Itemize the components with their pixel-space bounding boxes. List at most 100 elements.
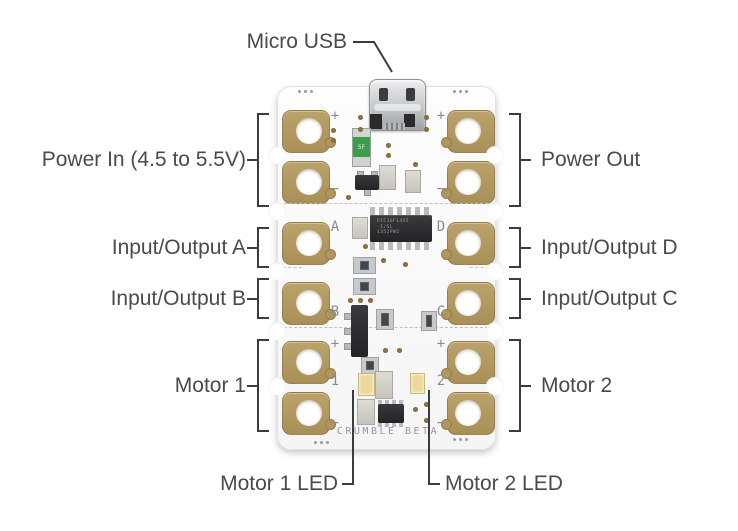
pad-hole	[455, 230, 481, 256]
bracket-io-a	[247, 227, 269, 268]
pad-power-out-neg	[441, 161, 495, 204]
pad-hole	[455, 169, 481, 195]
edge-notch	[268, 377, 286, 395]
pad-dot	[325, 249, 336, 260]
via	[386, 153, 391, 158]
via	[346, 195, 351, 200]
pad-dot	[441, 419, 452, 430]
bracket-io-c	[509, 278, 531, 319]
smd-capacitor	[405, 170, 421, 193]
leader-micro-usb	[353, 41, 393, 73]
label-motor-2: Motor 2	[541, 374, 613, 397]
usb-shine	[374, 104, 421, 111]
label-motor-1: Motor 1	[174, 374, 246, 397]
silkscreen-board-name: CRUMBLE BETA	[336, 426, 440, 437]
via	[381, 258, 386, 263]
section-divider	[283, 267, 302, 268]
pad-motor2-neg	[441, 392, 495, 435]
via	[358, 298, 363, 303]
silkscreen-marker: −	[436, 181, 446, 197]
micro-usb-connector	[369, 79, 426, 131]
pad-hole	[455, 118, 481, 144]
mcu-chip: PIC16F1455 -I/SL 1352PW2	[370, 215, 432, 242]
edge-notch	[486, 146, 504, 164]
edge-notch	[486, 377, 504, 395]
via	[386, 143, 391, 148]
silkscreen-marker: −	[330, 415, 340, 431]
via	[413, 162, 418, 167]
pad-dot	[325, 137, 336, 148]
pad-io-d	[441, 222, 495, 265]
pad-io-c	[441, 282, 495, 325]
via	[368, 298, 373, 303]
silkscreen-marker: −	[436, 415, 446, 431]
edge-notch	[486, 202, 504, 220]
silkscreen-dots	[453, 90, 468, 93]
crumble-board: + − A B + 1 − + − D C + 2 − 5F	[277, 79, 496, 450]
pad-hole	[296, 400, 322, 426]
pad-hole	[296, 230, 322, 256]
smd-capacitor	[379, 165, 396, 190]
usb-tab	[370, 114, 382, 129]
pad-dot	[325, 309, 336, 320]
via	[424, 418, 429, 423]
header-component	[351, 305, 368, 357]
edge-notch	[268, 322, 286, 340]
label-io-a: Input/Output A	[111, 236, 246, 259]
usb-slot	[406, 88, 415, 101]
pad-motor2-pos	[441, 341, 495, 384]
pad-power-in-pos	[282, 110, 336, 153]
via	[383, 348, 388, 353]
label-io-d: Input/Output D	[541, 236, 678, 259]
usb-slot	[379, 88, 388, 101]
bracket-motor-2	[509, 339, 531, 432]
silkscreen-dots	[453, 438, 468, 441]
chip-pins	[370, 207, 432, 216]
via	[331, 128, 336, 133]
pad-dot	[441, 137, 452, 148]
smd-resistor	[421, 311, 437, 331]
silkscreen-marker: −	[330, 181, 340, 197]
smd-resistor	[376, 309, 394, 330]
edge-notch	[268, 146, 286, 164]
label-motor-1-led: Motor 1 LED	[220, 472, 338, 495]
label-io-b: Input/Output B	[110, 287, 246, 310]
edge-notch	[268, 202, 286, 220]
pad-hole	[455, 290, 481, 316]
pad-hole	[296, 349, 322, 375]
usb-pins	[383, 123, 405, 130]
pad-power-out-pos	[441, 110, 495, 153]
pad-dot	[325, 419, 336, 430]
pad-dot	[441, 368, 452, 379]
via	[424, 127, 429, 132]
chip-pins	[378, 422, 404, 427]
label-io-c: Input/Output C	[541, 287, 678, 310]
via	[397, 348, 402, 353]
pad-motor1-neg	[282, 392, 336, 435]
pad-hole	[455, 349, 481, 375]
transistor-leg	[364, 189, 371, 196]
pad-io-b	[282, 282, 336, 325]
edge-notch	[486, 322, 504, 340]
pad-dot	[325, 368, 336, 379]
via	[403, 262, 408, 267]
pad-power-in-neg	[282, 161, 336, 204]
via	[413, 407, 418, 412]
pad-dot	[441, 188, 452, 199]
bracket-motor-1	[247, 339, 269, 432]
silkscreen-dots	[314, 441, 329, 444]
smd-capacitor	[352, 217, 368, 239]
pad-hole	[455, 400, 481, 426]
smd-resistor	[353, 278, 376, 295]
pad-dot	[441, 249, 452, 260]
pad-hole	[296, 290, 322, 316]
bracket-io-b	[247, 278, 269, 319]
silkscreen-marker: B	[330, 304, 340, 320]
via	[363, 244, 368, 249]
via	[424, 402, 429, 407]
transistor-component	[355, 175, 379, 190]
motor-1-led-component	[358, 373, 375, 396]
motor-driver-chip	[378, 404, 404, 423]
usb-tab	[404, 114, 415, 127]
